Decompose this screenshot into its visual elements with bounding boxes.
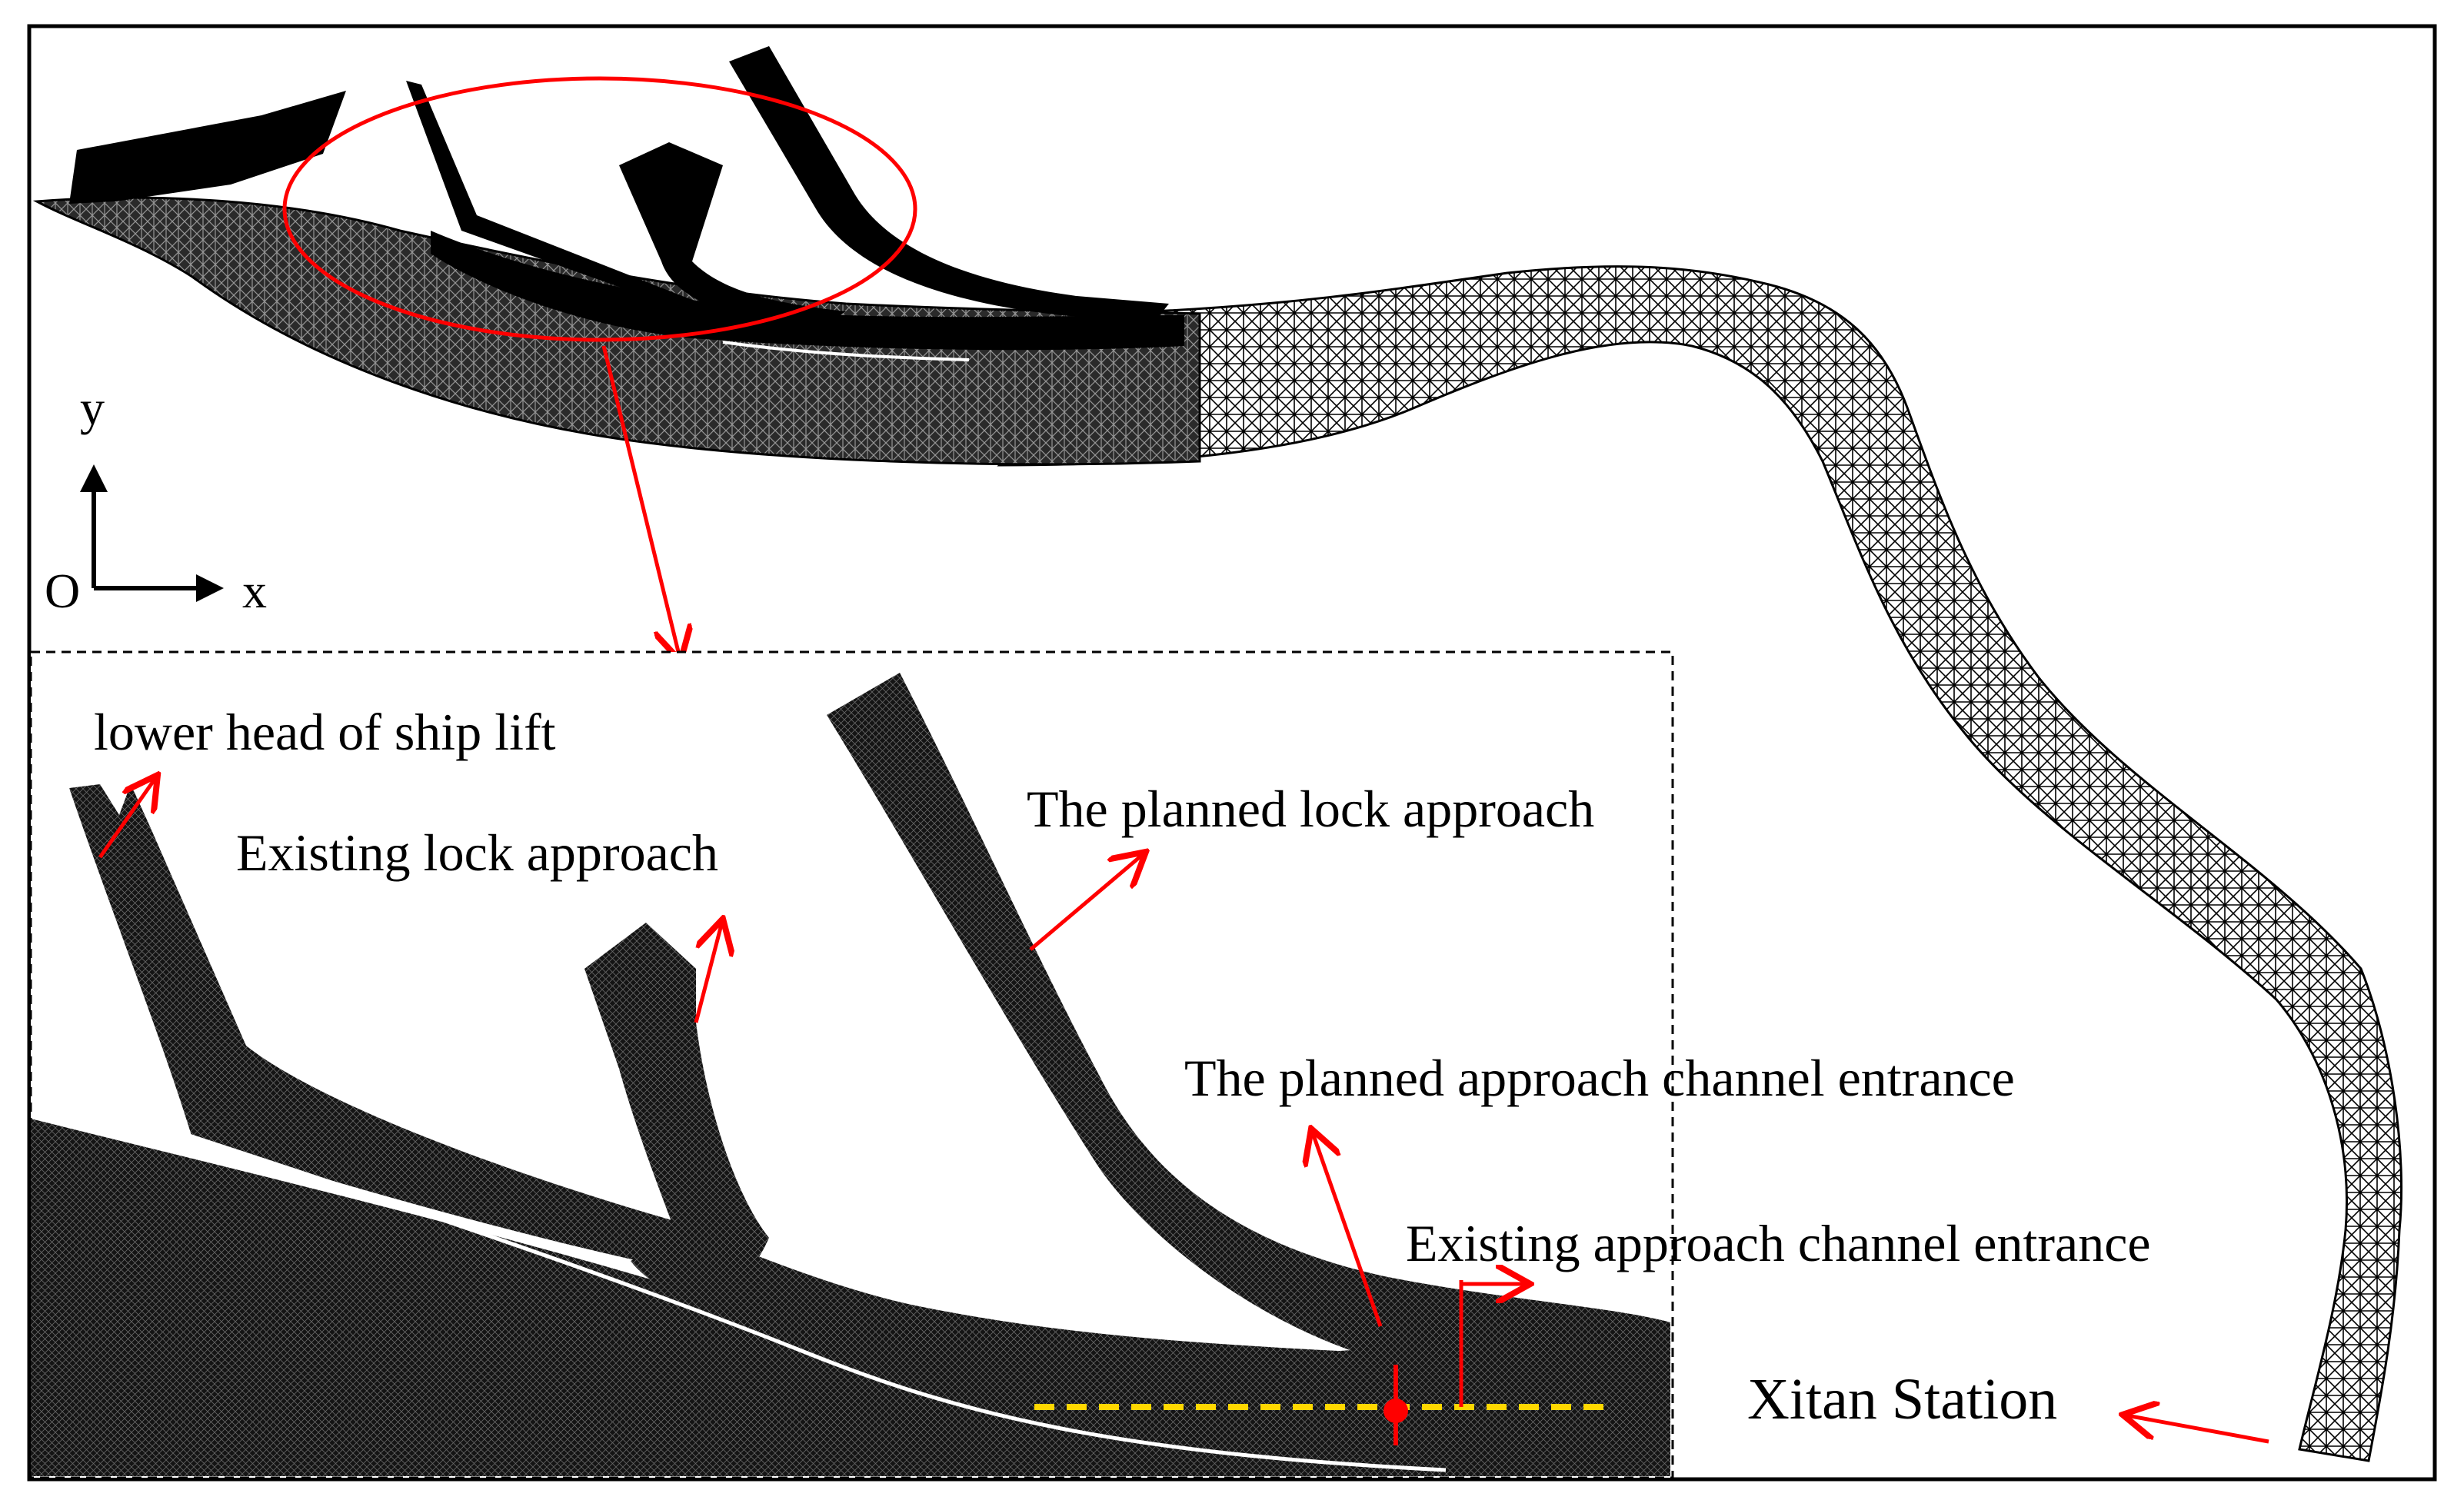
planned-lock-arrow bbox=[1029, 852, 1146, 951]
inset-river-mesh bbox=[31, 1119, 1670, 1476]
zoom-callout-arrow bbox=[601, 345, 681, 661]
planned-lock-label: The planned lock approach bbox=[1027, 780, 1594, 838]
existing-lock-arrow bbox=[694, 919, 723, 1023]
origin-label: O bbox=[45, 564, 80, 618]
dam-blocks bbox=[69, 91, 346, 204]
planned-lock-channel bbox=[729, 46, 1169, 323]
inset-white-boundary-line bbox=[184, 1132, 1447, 1472]
planned-entrance-label: The planned approach channel entrance bbox=[1184, 1049, 2015, 1107]
figure-frame bbox=[27, 24, 2437, 1482]
confluence-dense-mesh bbox=[431, 231, 1184, 351]
ship-lift-channel bbox=[406, 81, 692, 308]
existing-lock-channel bbox=[619, 142, 846, 331]
zoom-inset bbox=[29, 650, 1674, 1479]
y-axis-label: y bbox=[80, 381, 105, 435]
river-upstream-mesh bbox=[32, 196, 1201, 466]
existing-entrance-label: Existing approach channel entrance bbox=[1406, 1214, 2151, 1272]
existing-lock-label: Existing lock approach bbox=[236, 823, 718, 882]
station-label: Xitan Station bbox=[1747, 1367, 2057, 1432]
axis-indicator: y x O bbox=[45, 381, 267, 618]
inset-planned-lock-channel bbox=[827, 673, 1670, 1369]
inset-existing-lock-channel bbox=[584, 923, 769, 1293]
white-boundary-line-overview bbox=[722, 341, 970, 361]
river-mesh-overview bbox=[32, 46, 2403, 1462]
inset-confluence-mesh bbox=[631, 1230, 1384, 1372]
planned-entrance-marker bbox=[1384, 1280, 1463, 1445]
lower-head-label: lower head of ship lift bbox=[94, 703, 556, 761]
station-arrow bbox=[2123, 1415, 2269, 1444]
zoom-region-ellipse bbox=[282, 76, 917, 342]
lower-head-arrow bbox=[98, 775, 158, 859]
x-axis-label: x bbox=[242, 564, 267, 618]
planned-entrance-arrow bbox=[1311, 1129, 1383, 1327]
